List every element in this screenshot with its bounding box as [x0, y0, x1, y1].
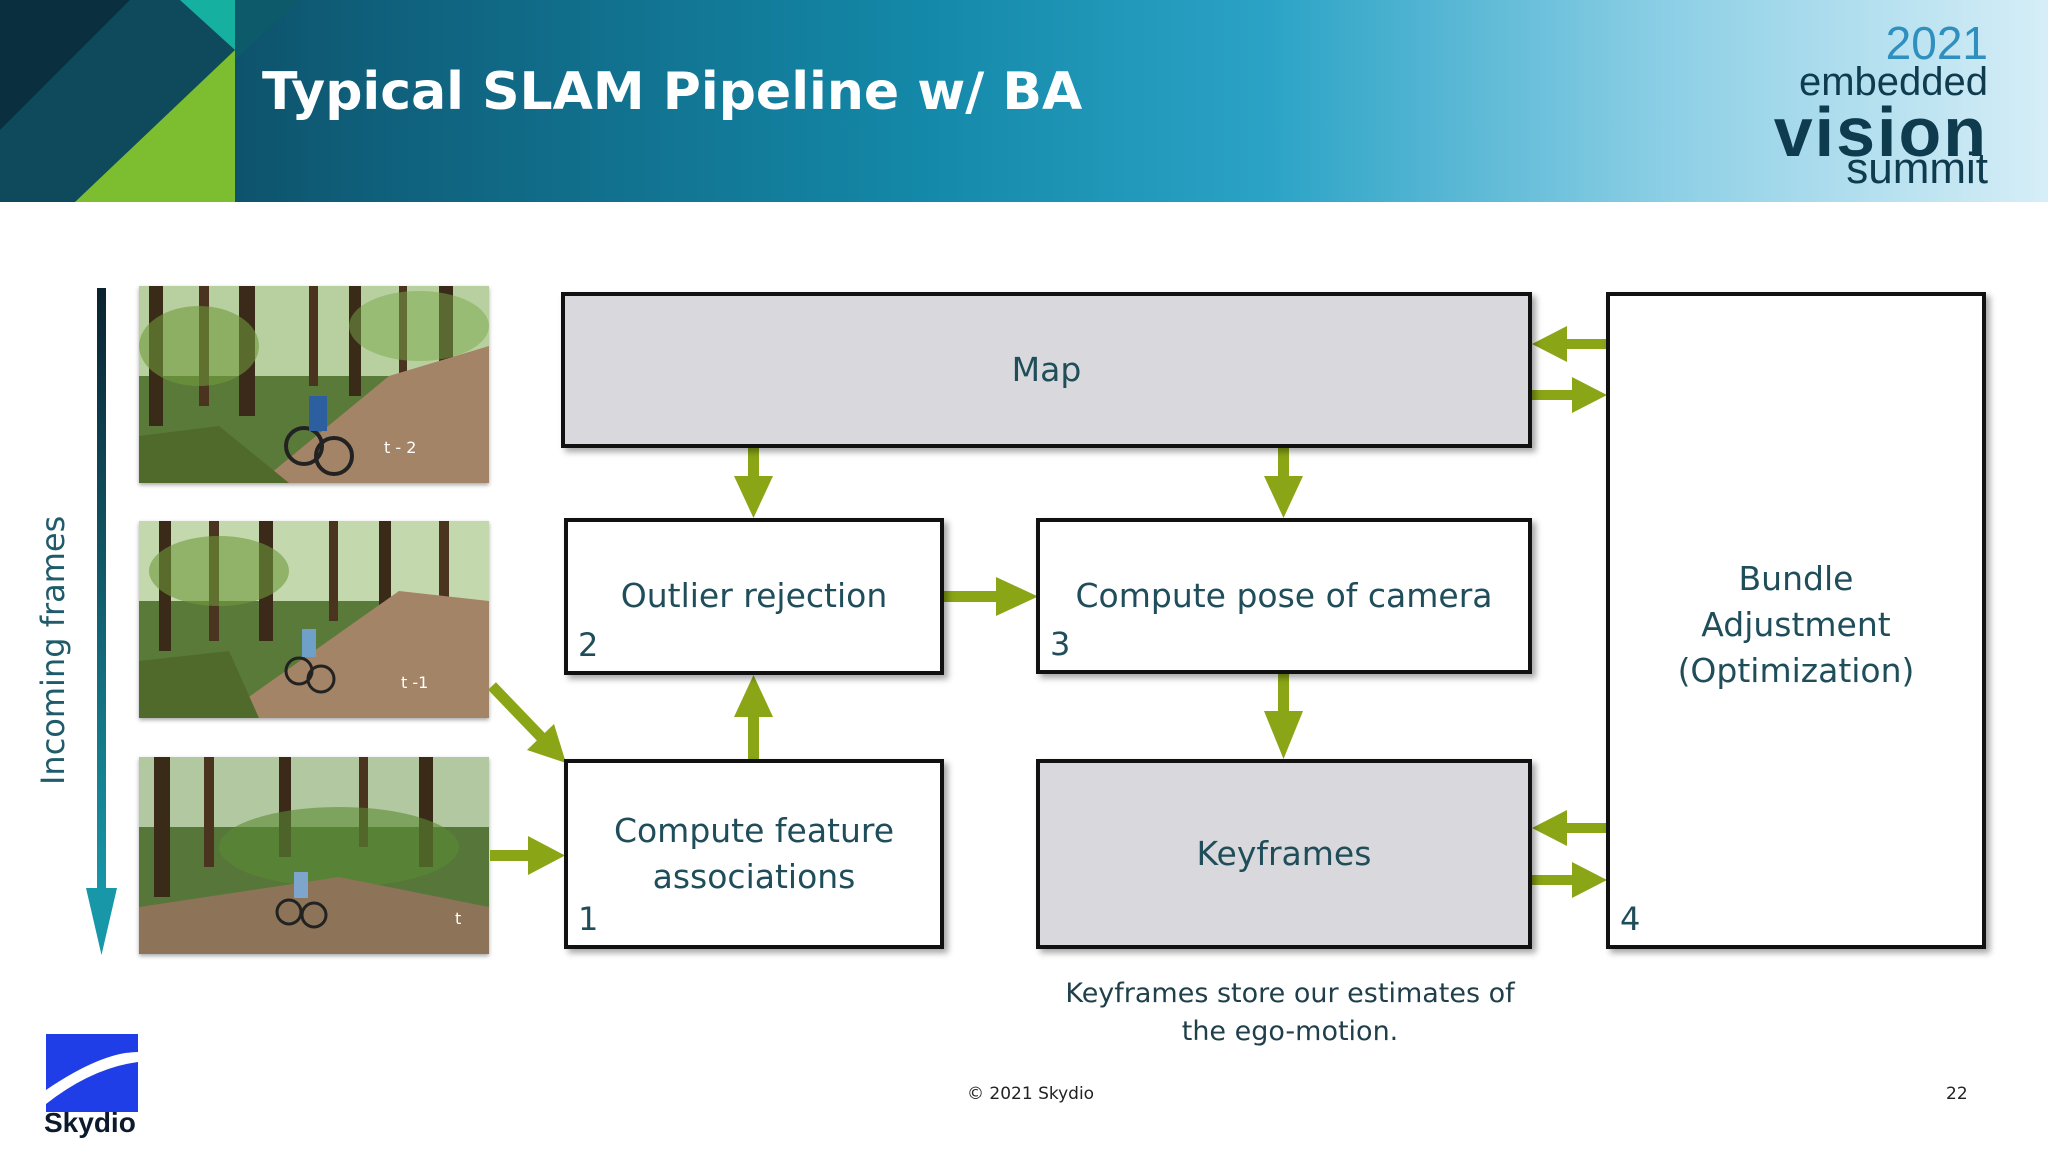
arrow-ba-to-map-head: [1532, 326, 1567, 362]
forest-trail-image: [139, 521, 489, 718]
header-geometric-decoration: [0, 0, 300, 202]
feature-label-line1: Compute feature: [613, 810, 895, 850]
arrow-frame-t-to-feature-head: [528, 836, 565, 875]
ba-line1: Bundle: [1738, 559, 1854, 598]
ba-line2: Adjustment: [1701, 605, 1891, 645]
arrow-feature-to-outlier-head: [734, 675, 773, 717]
compute-pose-box: Compute pose of camera 3: [1036, 518, 1532, 674]
map-box: Map: [561, 292, 1532, 448]
frame-t-minus-1: t -1: [139, 521, 489, 718]
arrow-pose-to-keyframes: [1278, 673, 1289, 713]
outlier-rejection-label: Outlier rejection: [620, 576, 888, 616]
frame-label: t - 2: [384, 438, 417, 457]
keyframes-note: Keyframes store our estimates of the ego…: [1030, 975, 1550, 1051]
arrow-map-to-pose-head: [1264, 476, 1303, 518]
note-line2: the ego-motion.: [1181, 1015, 1399, 1047]
logo-embedded: embedded: [1798, 60, 1988, 104]
arrow-map-to-ba: [1532, 390, 1574, 400]
logo-year: 2021: [1885, 17, 1988, 69]
arrow-frame-t1-to-feature: [488, 682, 546, 742]
forest-trail-image: [139, 286, 489, 483]
arrow-outlier-to-pose: [944, 591, 998, 602]
note-line1: Keyframes store our estimates of: [1065, 978, 1515, 1009]
arrow-ba-to-map: [1565, 339, 1607, 349]
arrow-map-to-outlier: [748, 448, 759, 478]
compute-pose-label: Compute pose of camera: [1075, 575, 1493, 615]
arrow-frame-t-to-feature: [490, 850, 530, 861]
skydio-wordmark: Skydio: [44, 1107, 136, 1138]
arrow-map-to-ba-head: [1572, 377, 1607, 413]
arrow-map-to-pose: [1278, 448, 1289, 478]
arrow-keyframes-to-ba-head: [1572, 862, 1607, 898]
arrow-frame-t1-to-feature-head: [527, 724, 566, 763]
page-number: 22: [1946, 1084, 1968, 1104]
outlier-rejection-box: Outlier rejection 2: [564, 518, 944, 675]
incoming-frames-arrow: [86, 288, 117, 955]
forest-trail-image: [139, 757, 489, 954]
feature-label-line2: associations: [652, 857, 856, 896]
keyframes-box: Keyframes: [1036, 759, 1532, 949]
map-label: Map: [1011, 349, 1082, 389]
logo-summit: summit: [1846, 144, 1988, 193]
header-banner: Typical SLAM Pipeline w/ BA 2021 embedde…: [0, 0, 2048, 202]
frame-label: t -1: [401, 673, 429, 692]
arrow-pose-to-keyframes-head: [1264, 711, 1303, 759]
embedded-vision-summit-logo: 2021 embedded vision summit: [1768, 16, 1988, 193]
arrow-feature-to-outlier: [748, 715, 759, 760]
keyframes-label: Keyframes: [1196, 833, 1372, 873]
arrow-keyframes-to-ba: [1532, 875, 1574, 885]
arrow-map-to-outlier-head: [734, 476, 773, 518]
compute-feature-associations-box: Compute feature associations 1: [564, 759, 944, 949]
frame-label: t: [455, 909, 462, 928]
frame-t-minus-2: t - 2: [139, 286, 489, 483]
step-number: 4: [1620, 900, 1641, 938]
arrow-ba-to-keyframes-head: [1532, 810, 1567, 846]
arrow-outlier-to-pose-head: [996, 577, 1038, 616]
frame-t: t: [139, 757, 489, 954]
logo-vision: vision: [1773, 93, 1988, 171]
arrow-ba-to-keyframes: [1565, 823, 1607, 833]
skydio-logo-icon: [46, 1034, 138, 1112]
step-number: 2: [578, 626, 599, 664]
bundle-adjustment-box: Bundle Adjustment (Optimization) 4: [1606, 292, 1986, 949]
step-number: 3: [1050, 625, 1071, 663]
ba-line3: (Optimization): [1677, 651, 1915, 691]
copyright: © 2021 Skydio: [967, 1084, 1095, 1104]
slide-title: Typical SLAM Pipeline w/ BA: [262, 62, 1083, 122]
step-number: 1: [578, 900, 599, 938]
